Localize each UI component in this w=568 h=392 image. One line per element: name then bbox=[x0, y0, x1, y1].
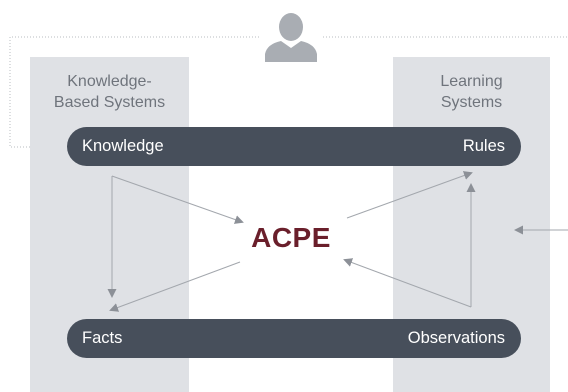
knowledge-based-systems-title: Knowledge- Based Systems bbox=[53, 73, 166, 111]
observations-to-acpe-arrow bbox=[343, 258, 472, 308]
user-to-knowledge-connector bbox=[9, 36, 262, 151]
learning-systems-title: Learning Systems bbox=[440, 73, 503, 111]
acpe-to-facts-arrow bbox=[109, 261, 241, 312]
acpe-to-rules-arrow bbox=[346, 171, 473, 219]
rules-label: Rules bbox=[462, 137, 505, 155]
facts-observations-bar: Facts Observations bbox=[67, 319, 521, 358]
facts-label: Facts bbox=[82, 329, 123, 347]
acpe-label: ACPE bbox=[251, 222, 331, 253]
observations-label: Observations bbox=[407, 329, 505, 347]
user-icon bbox=[261, 10, 321, 62]
knowledge-label: Knowledge bbox=[82, 137, 164, 155]
knowledge-rules-bar: Knowledge Rules bbox=[67, 127, 521, 166]
knowledge-to-acpe-arrow bbox=[111, 175, 244, 224]
